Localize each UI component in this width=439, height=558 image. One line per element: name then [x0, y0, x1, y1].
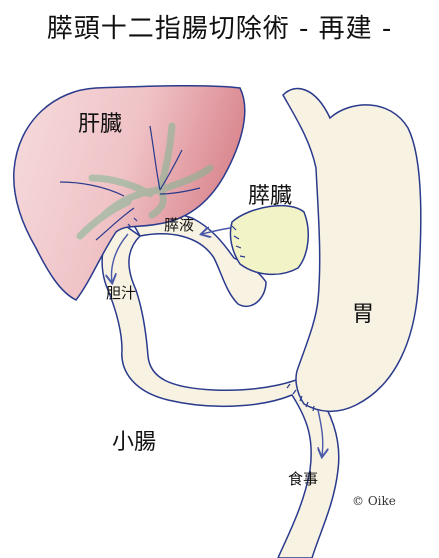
pancreatic-loop [128, 211, 267, 307]
small-intestine [101, 221, 340, 558]
pancreas-label: 膵臓 [248, 184, 293, 209]
bile-label: 胆汁 [106, 284, 137, 302]
anastomosis-stitches [127, 217, 315, 412]
stomach-label: 胃 [352, 302, 375, 327]
food-label: 食事 [288, 470, 319, 488]
page-title: 膵頭十二指腸切除術 - 再建 - [46, 14, 393, 44]
liver [13, 84, 246, 301]
pancreas [229, 204, 310, 276]
pancreatic-juice-flow-arrow [202, 228, 231, 234]
pancreatic-juice-label: 膵液 [164, 216, 195, 234]
copyright-credit: © Oike [352, 494, 396, 508]
small-intestine-label: 小腸 [112, 430, 157, 455]
bile-flow-arrow [112, 233, 129, 282]
hepatic-veins [59, 125, 201, 241]
stomach [282, 87, 422, 412]
liver-label: 肝臓 [78, 112, 123, 137]
food-flow-arrow [318, 409, 323, 456]
